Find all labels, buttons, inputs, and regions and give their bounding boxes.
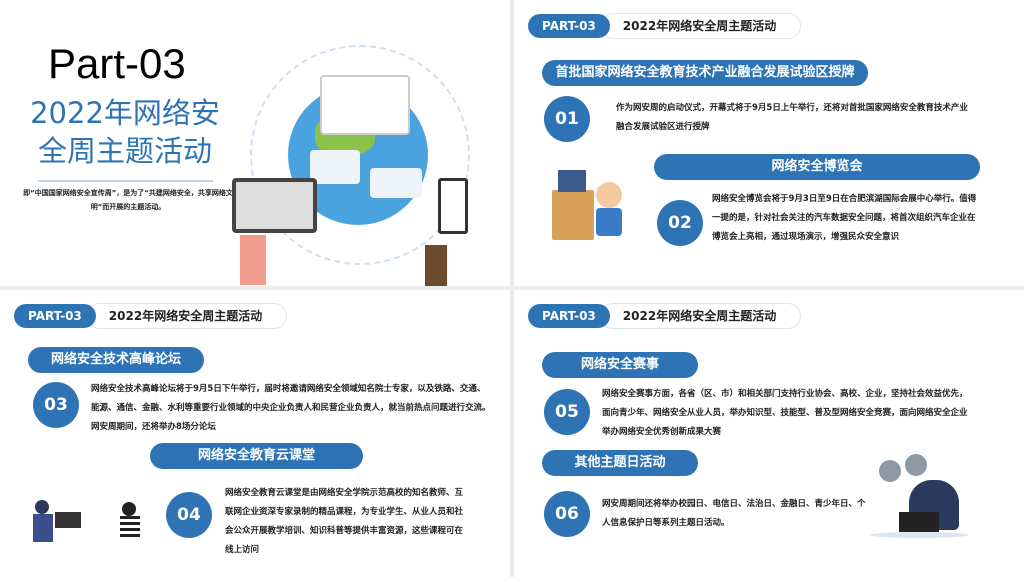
header-title: 2022年网络安全周主题活动: [85, 303, 288, 329]
item-number: 02: [657, 200, 703, 246]
part-label: Part-03: [48, 40, 186, 87]
item-text: 作为网安周的启动仪式，开幕式将于9月5日上午举行，还将对首批国家网络安全教育技术…: [616, 103, 968, 132]
slide-4: PART-03 2022年网络安全周主题活动 网络安全赛事 05 网络安全赛事方…: [514, 290, 1024, 577]
section-bar: 首批国家网络安全教育技术产业融合发展试验区授牌: [542, 60, 868, 86]
item-number: 01: [544, 96, 590, 142]
part-tag: PART-03: [528, 14, 610, 38]
slide-header: PART-03 2022年网络安全周主题活动: [528, 13, 802, 39]
slide-description: 即“中国国家网络安全宣传周”，是为了“共建网络安全，共享网络文明”而开展的主题活…: [23, 189, 233, 211]
hacker-illustration: [869, 450, 979, 540]
item-text: 网络安全赛事方面，各省（区、市）和相关部门支持行业协会、高校、企业，坚持社会效益…: [602, 389, 968, 437]
slide-2: PART-03 2022年网络安全周主题活动 首批国家网络安全教育技术产业融合发…: [514, 0, 1024, 286]
part-tag: PART-03: [14, 304, 96, 328]
section-bar: 网络安全教育云课堂: [150, 443, 363, 469]
slide-header: PART-03 2022年网络安全周主题活动: [528, 303, 802, 329]
header-title: 2022年网络安全周主题活动: [599, 13, 802, 39]
item-number: 06: [544, 491, 590, 537]
slide-title: Part-03 2022年网络安全周主题活动 即“中国国家网络安全宣传周”，是为…: [0, 0, 510, 286]
item-text: 网络安全教育云课堂是由网络安全学院示范高校的知名教师、互联网企业资深专家录制的精…: [225, 488, 464, 555]
slide-title-text: 2022年网络安全周主题活动: [30, 96, 220, 168]
item-text: 网络安全技术高峰论坛将于9月5日下午举行，届时将邀请网络安全领域知名院士专家，以…: [91, 384, 491, 432]
item-number: 04: [166, 492, 212, 538]
section-bar: 其他主题日活动: [542, 450, 698, 476]
item-text: 网络安全博览会将于9月3日至9日在合肥滨湖国际会展中心举行。值得一提的是，针对社…: [712, 194, 977, 242]
slide-3: PART-03 2022年网络安全周主题活动 网络安全技术高峰论坛 03 网络安…: [0, 290, 510, 577]
globe-illustration: [232, 40, 490, 286]
section-bar: 网络安全赛事: [542, 352, 698, 378]
item-number: 03: [33, 382, 79, 428]
item-text: 网安周期间还将举办校园日、电信日、法治日、金融日、青少年日、个人信息保护日等系列…: [602, 499, 866, 528]
section-bar: 网络安全博览会: [654, 154, 980, 180]
part-tag: PART-03: [528, 304, 610, 328]
section-bar: 网络安全技术高峰论坛: [28, 347, 204, 373]
header-title: 2022年网络安全周主题活动: [599, 303, 802, 329]
people-working-illustration: [30, 480, 150, 550]
item-number: 05: [544, 389, 590, 435]
divider: [38, 180, 213, 182]
kid-computer-illustration: [552, 160, 642, 245]
slide-header: PART-03 2022年网络安全周主题活动: [14, 303, 288, 329]
